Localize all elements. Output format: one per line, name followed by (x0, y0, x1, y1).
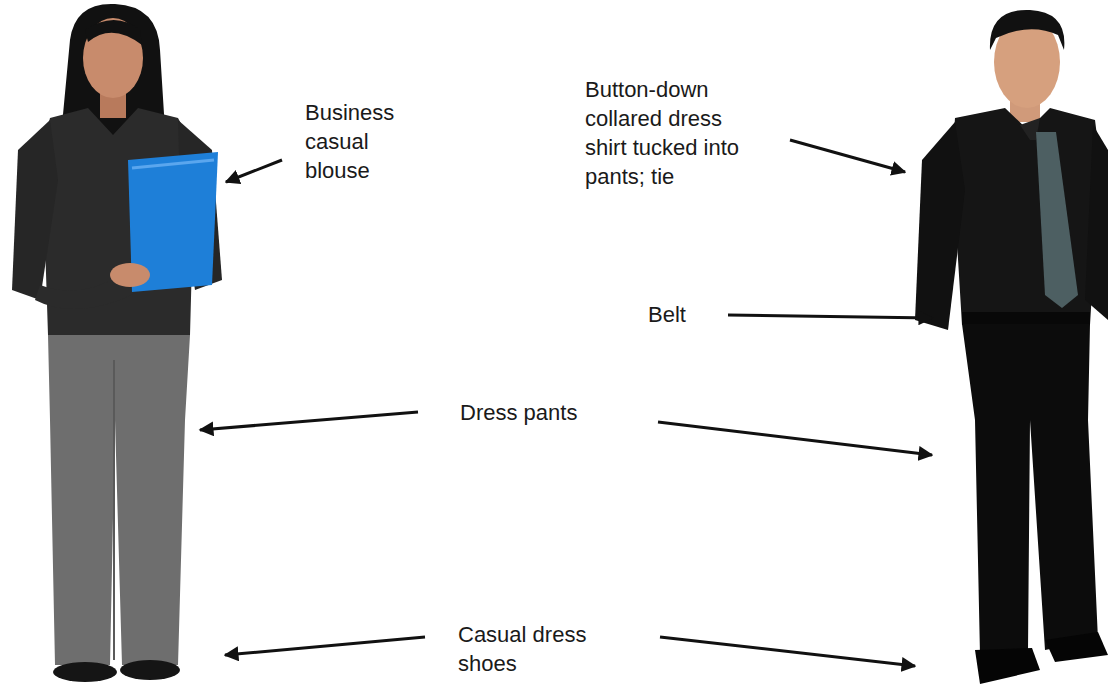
leader-arrow (226, 160, 282, 182)
leader-arrows (200, 140, 932, 666)
leader-arrow (658, 422, 932, 455)
annotation-label: Button-down collared dress shirt tucked … (585, 75, 765, 191)
annotation-label: Casual dress shoes (458, 620, 598, 678)
leader-arrow (728, 315, 932, 318)
leader-arrow (200, 412, 418, 430)
annotation-label: Dress pants (460, 398, 640, 427)
leader-arrow (790, 140, 905, 172)
leader-arrow (225, 637, 425, 655)
annotation-label: Business casual blouse (305, 98, 435, 185)
leader-arrow (660, 637, 915, 666)
woman-figure (12, 4, 222, 682)
man-figure (915, 10, 1108, 684)
annotation-label: Belt (648, 300, 718, 329)
